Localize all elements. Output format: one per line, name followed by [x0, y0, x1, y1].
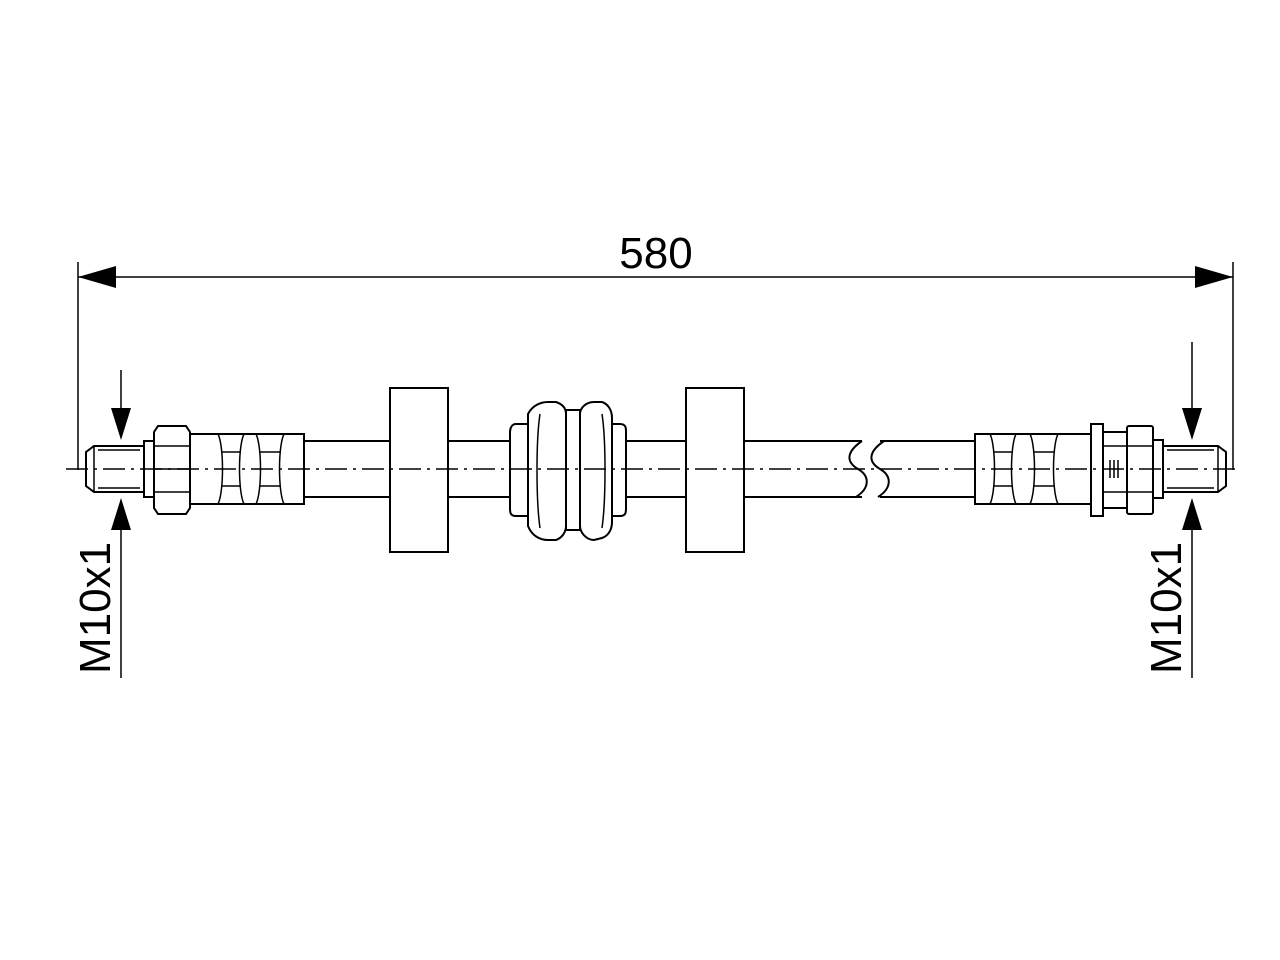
overall-length-label: 580 — [619, 229, 692, 278]
left-fitting — [85, 425, 305, 515]
right-fitting — [974, 423, 1227, 517]
right-grommet — [685, 387, 745, 553]
arrowhead-right — [1195, 266, 1233, 288]
left-thread-arrow-top — [111, 408, 131, 440]
right-flange-a — [1090, 423, 1104, 517]
left-thread-arrow-bottom — [111, 498, 131, 530]
right-thread-label: M10x1 — [1142, 542, 1191, 674]
left-thread-label: M10x1 — [71, 542, 120, 674]
left-thread-callout: M10x1 — [71, 370, 131, 678]
middle-bracket-grommet — [509, 401, 627, 542]
left-hex-nut — [153, 425, 191, 515]
right-thread-callout: M10x1 — [1142, 342, 1202, 678]
arrowhead-left — [78, 266, 116, 288]
right-thread-arrow-bottom — [1182, 498, 1202, 530]
right-thread-arrow-top — [1182, 408, 1202, 440]
right-hex-nut — [1126, 425, 1154, 515]
left-grommet — [389, 387, 449, 553]
overall-length-dimension: 580 — [77, 229, 1234, 470]
